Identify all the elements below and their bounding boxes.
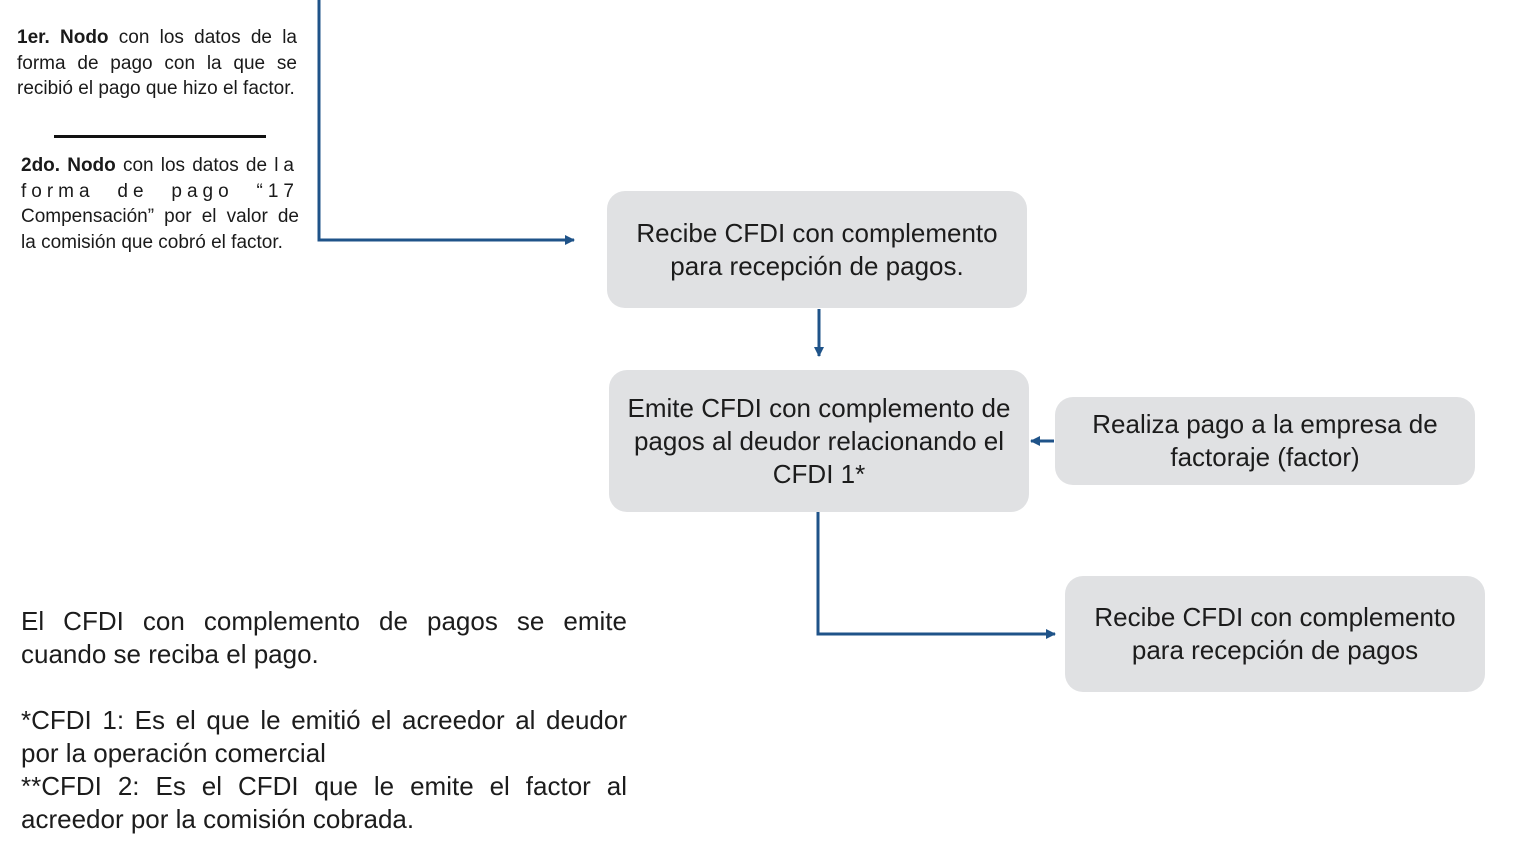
receive-cfdi-final-label: Recibe CFDI con complemento para recepci… xyxy=(1094,602,1456,665)
emit-cfdi-box: Emite CFDI con complemento de pagos al d… xyxy=(609,370,1029,512)
node2-text-before: con los datos de xyxy=(115,155,275,176)
emission-note: El CFDI con complemento de pagos se emit… xyxy=(21,606,627,669)
connector-emit-to-final xyxy=(816,512,1056,639)
cfdi1-footnote: *CFDI 1: Es el que le emitió el acreedor… xyxy=(21,705,627,768)
node2-title: 2do. Nodo xyxy=(21,155,116,176)
payment-to-factor-label: Realiza pago a la empresa de factoraje (… xyxy=(1092,409,1438,472)
node1-note: 1er. Nodo con los datos de la forma de p… xyxy=(17,25,297,102)
receive-cfdi-box: Recibe CFDI con complemento para recepci… xyxy=(607,191,1027,308)
connector-notes-to-receive xyxy=(317,0,575,245)
payment-to-factor-box: Realiza pago a la empresa de factoraje (… xyxy=(1055,397,1475,485)
node1-text: con los datos de la forma de pago con la… xyxy=(17,27,298,99)
receive-cfdi-final-box: Recibe CFDI con complemento para recepci… xyxy=(1065,576,1485,692)
footnotes: El CFDI con complemento de pagos se emit… xyxy=(21,605,627,836)
notes-divider xyxy=(54,135,266,138)
node1-title: 1er. Nodo xyxy=(17,27,109,48)
cfdi2-footnote: **CFDI 2: Es el CFDI que le emite el fac… xyxy=(21,771,627,834)
node2-text-after: Compensación” por el valor de la comisió… xyxy=(21,206,299,253)
emit-cfdi-label: Emite CFDI con complemento de pagos al d… xyxy=(627,392,1011,489)
node2-note: 2do. Nodo con los datos de la forma de p… xyxy=(21,153,299,255)
footnote-gap xyxy=(21,671,627,704)
node2-text-spaced: la forma de pago “17 xyxy=(21,155,299,202)
receive-cfdi-label: Recibe CFDI con complemento para recepci… xyxy=(636,217,998,281)
